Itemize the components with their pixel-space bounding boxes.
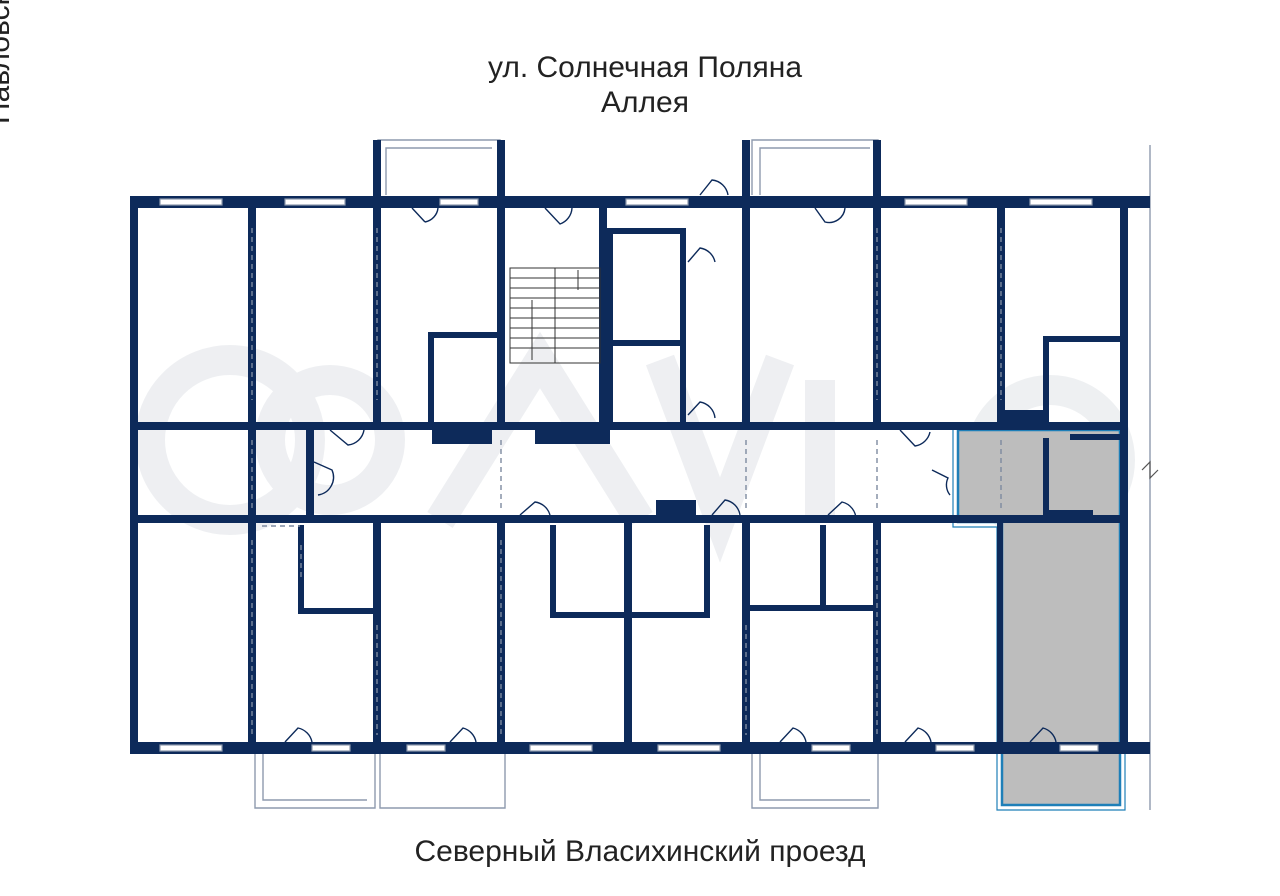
doors [284,179,1057,743]
street-label-top: ул. Солнечная Поляна [487,51,803,84]
street-label-top-secondary: Аллея [601,86,689,119]
street-label-bottom: Северный Власихинский проезд [414,835,866,868]
break-mark [1141,460,1159,480]
windows [159,198,1099,752]
staircase [509,267,601,364]
exterior-walls [130,196,1150,754]
dashed-partitions [251,228,1002,735]
